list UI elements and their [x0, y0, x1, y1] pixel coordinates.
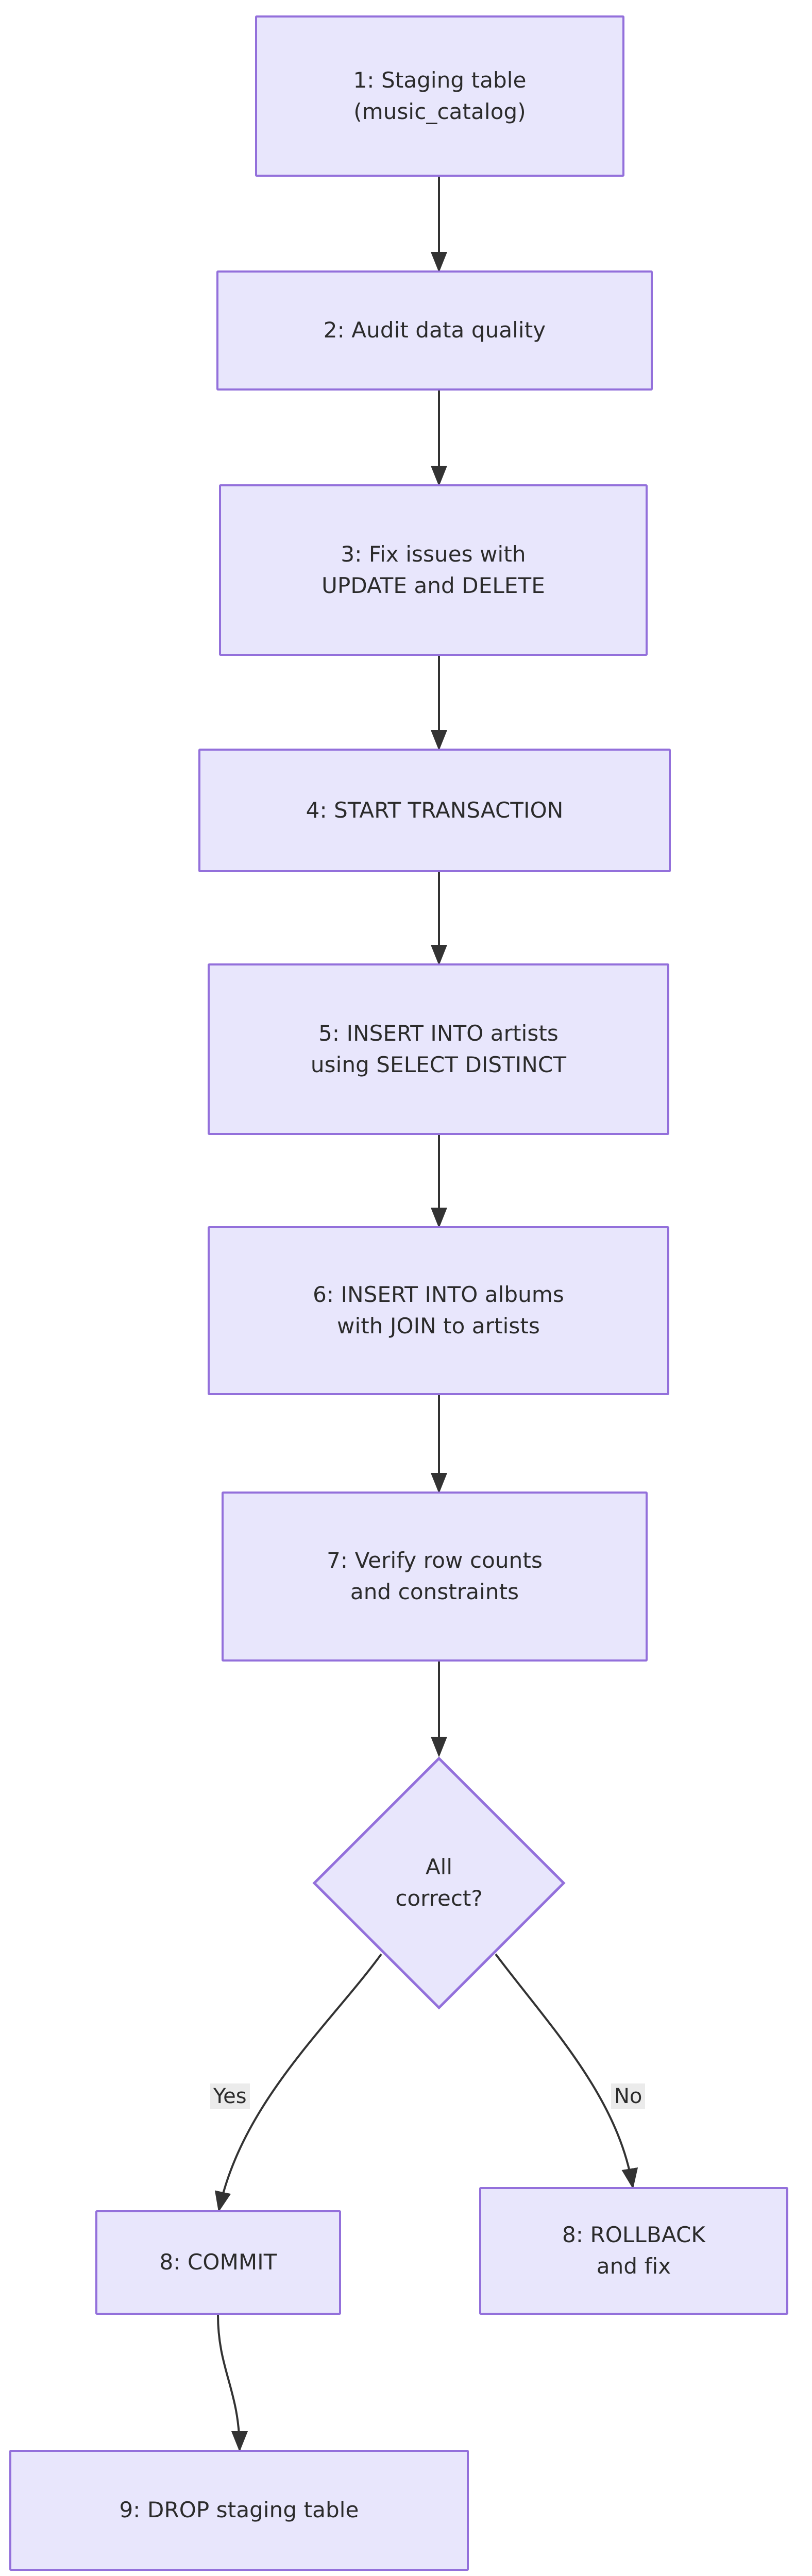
node-label: 5: INSERT INTO artists using SELECT DIST… — [310, 1020, 567, 1077]
node-insert-artists[interactable]: 5: INSERT INTO artists using SELECT DIST… — [208, 963, 669, 1135]
node-label: 1: Staging table (music_catalog) — [353, 67, 527, 124]
node-drop-staging-table[interactable]: 9: DROP staging table — [9, 2450, 469, 2571]
node-label: 8: ROLLBACK and fix — [562, 2222, 706, 2279]
node-label: 4: START TRANSACTION — [306, 797, 564, 823]
node-audit-data-quality[interactable]: 2: Audit data quality — [216, 270, 653, 391]
node-fix-issues[interactable]: 3: Fix issues with UPDATE and DELETE — [219, 484, 648, 656]
node-label: 2: Audit data quality — [323, 317, 546, 343]
node-verify-row-counts[interactable]: 7: Verify row counts and constraints — [222, 1492, 648, 1662]
edge-label-no: No — [611, 2083, 646, 2109]
node-label: All correct? — [395, 1854, 483, 1911]
node-label: 9: DROP staging table — [119, 2497, 359, 2523]
edge-label-yes: Yes — [210, 2083, 250, 2109]
node-rollback-and-fix[interactable]: 8: ROLLBACK and fix — [479, 2187, 788, 2315]
node-decision-all-correct[interactable]: All correct? — [311, 1755, 567, 2011]
node-commit[interactable]: 8: COMMIT — [95, 2210, 341, 2315]
node-label: 7: Verify row counts and constraints — [327, 1548, 543, 1604]
edge-commit-n9 — [217, 2314, 248, 2452]
node-insert-albums[interactable]: 6: INSERT INTO albums with JOIN to artis… — [208, 1226, 669, 1395]
node-start-transaction[interactable]: 4: START TRANSACTION — [198, 749, 671, 872]
node-staging-table[interactable]: 1: Staging table (music_catalog) — [255, 15, 624, 177]
node-label: 3: Fix issues with UPDATE and DELETE — [322, 541, 545, 598]
node-label: 6: INSERT INTO albums with JOIN to artis… — [313, 1282, 564, 1338]
diamond-shape — [312, 1756, 566, 2010]
node-label: 8: COMMIT — [159, 2249, 277, 2275]
